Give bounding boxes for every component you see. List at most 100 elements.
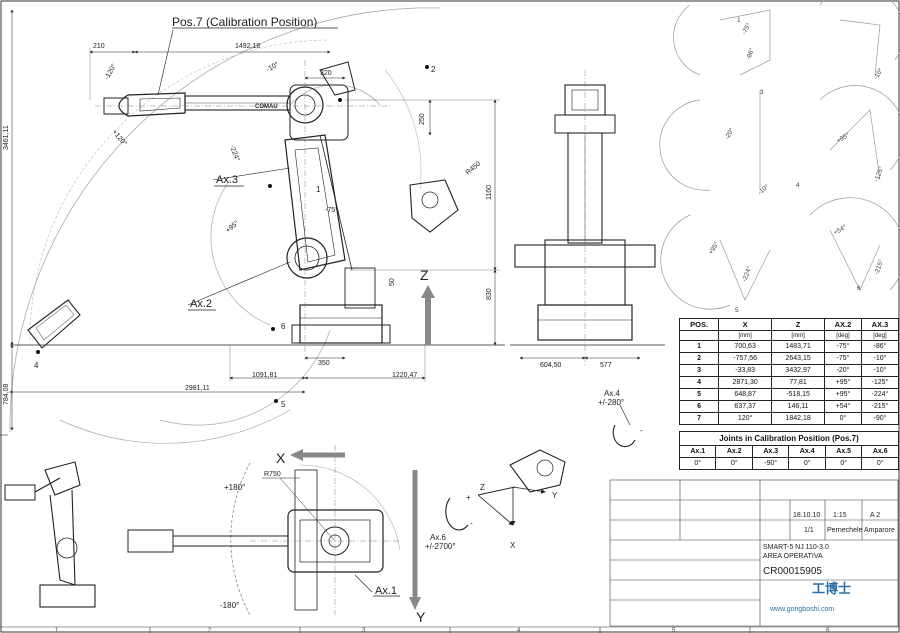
ax3-header: AX.3 xyxy=(860,318,900,331)
ax2-cell: -75° xyxy=(824,352,862,365)
mini-5-angle-b: -224° xyxy=(740,265,753,283)
border-numbers: 1 2 3 4 5 6 xyxy=(55,628,830,633)
mini-1-angle-a: -75° xyxy=(740,21,753,36)
tb-code: CR00015905 xyxy=(763,566,822,577)
calib-header: Ax.2 xyxy=(715,445,753,458)
calib-cell: 0° xyxy=(678,457,717,470)
tool-z-label: Z xyxy=(480,483,485,492)
tb-product-sub: AREA OPERATIVA xyxy=(763,553,823,560)
ax2-header: AX.2 xyxy=(824,318,862,331)
calib-header: Ax.4 xyxy=(788,445,826,458)
pos-cell: 7 xyxy=(678,412,720,425)
watermark-website: www.gongboshi.com xyxy=(770,606,835,613)
dim-350: 350 xyxy=(318,360,330,367)
mini-5-point: 5 xyxy=(735,307,739,314)
minus180-label: -180° xyxy=(220,601,239,610)
mini-5-angle-a: +95° xyxy=(707,240,721,256)
ax4-label: Ax.4 xyxy=(604,389,621,398)
tool-x-label: X xyxy=(510,541,516,550)
tb-drawn: Pernechele xyxy=(827,527,863,534)
table-row: 4 2871,30 77,81 +95° -125° xyxy=(678,376,900,389)
x-cell: 2871,30 xyxy=(718,376,773,389)
dim-1160: 1160 xyxy=(486,185,493,200)
angle-95: +95° xyxy=(224,219,241,235)
calibration-table: Joints in Calibration Position (Pos.7) A… xyxy=(678,431,899,470)
ax1-label: Ax.1 xyxy=(375,585,397,597)
pos-cell: 1 xyxy=(678,340,720,353)
z-cell: 2643,15 xyxy=(771,352,826,365)
mini-3-angle-a: -20° xyxy=(723,126,736,141)
ax2-label: Ax.2 xyxy=(190,298,212,310)
ax4-minus: - xyxy=(640,426,643,435)
pos-cell: 6 xyxy=(678,400,720,413)
ax6-range: +/-2700° xyxy=(425,542,456,551)
dim-2981: 2981,11 xyxy=(185,385,210,392)
x-cell: 637,37 xyxy=(718,400,773,413)
mini-diagrams xyxy=(659,0,900,310)
mini-2-angle-a: -10° xyxy=(872,66,885,81)
x-cell: 648,87 xyxy=(718,388,773,401)
calib-cell: 0° xyxy=(861,457,899,470)
front-view xyxy=(510,70,665,365)
mini-6-angle-a: +54° xyxy=(832,223,848,237)
wrist-detail xyxy=(445,404,636,531)
mini-3-point: 3 xyxy=(760,89,764,96)
point-2-label: 2 xyxy=(431,65,436,74)
tb-scale: 1:15 xyxy=(833,512,847,519)
x-header: X xyxy=(718,318,773,331)
ax3-cell: -10° xyxy=(860,364,900,377)
calib-cell: 0° xyxy=(715,457,753,470)
calib-header: Ax.6 xyxy=(861,445,899,458)
position-points xyxy=(36,65,429,403)
point-5-label: 5 xyxy=(281,400,286,409)
mini-6-point: 6 xyxy=(857,285,861,292)
ax6-minus: - xyxy=(470,519,473,528)
pos-cell: 5 xyxy=(678,388,720,401)
iso-view xyxy=(4,461,96,608)
top-view xyxy=(127,445,421,616)
angle-m10: -10° xyxy=(265,60,280,73)
point-4-label: 4 xyxy=(34,361,39,370)
mini-6-angle-b: -215° xyxy=(872,258,885,276)
table-row: 1 700,63 1483,71 -75° -86° xyxy=(678,340,900,353)
ax2-cell: -75° xyxy=(824,340,862,353)
dim-50: 50 xyxy=(389,278,396,286)
pos-cell: 3 xyxy=(678,364,720,377)
z-header: Z xyxy=(771,318,826,331)
ax2-cell: -20° xyxy=(824,364,862,377)
z-cell: -518,15 xyxy=(771,388,826,401)
table-row: 2 -757,56 2643,15 -75° -10° xyxy=(678,352,900,365)
pos-header: POS. xyxy=(678,318,720,331)
tb-date: 18.10.10 xyxy=(793,512,821,519)
x-cell: 120° xyxy=(718,412,773,425)
dim-784: 784,08 xyxy=(3,383,10,405)
z-axis-label: Z xyxy=(420,267,429,283)
mini-1-angle-b: -86° xyxy=(744,46,756,60)
ax3-cell: -90° xyxy=(860,412,900,425)
pos7-title: Pos.7 (Calibration Position) xyxy=(172,15,317,29)
z-cell: 3432,97 xyxy=(771,364,826,377)
ax3-cell: -215° xyxy=(860,400,900,413)
border-number: 2 xyxy=(208,628,212,633)
calib-cell: 0° xyxy=(824,457,863,470)
watermark-logo: 工博士 xyxy=(812,581,852,596)
border-number: 1 xyxy=(55,628,59,633)
point-1-label: 1 xyxy=(316,185,321,194)
dim-1220: 1220,47 xyxy=(392,372,417,379)
dim-830: 830 xyxy=(486,288,493,300)
x-cell: 700,63 xyxy=(718,340,773,353)
border-number: 4 xyxy=(517,628,521,633)
x-cell: -33,83 xyxy=(718,364,773,377)
dim-250: 250 xyxy=(419,113,426,125)
y-axis-label: Y xyxy=(416,609,426,625)
border-number: 3 xyxy=(362,628,366,633)
ax2-cell: +95° xyxy=(824,388,862,401)
unit-cell: [mm] xyxy=(718,330,773,341)
ax6-plus: + xyxy=(466,493,471,502)
table-row: 3 -33,83 3432,97 -20° -10° xyxy=(678,364,900,377)
pos-cell: 2 xyxy=(678,352,720,365)
ax2-cell: +95° xyxy=(824,376,862,389)
z-cell: 1483,71 xyxy=(771,340,826,353)
